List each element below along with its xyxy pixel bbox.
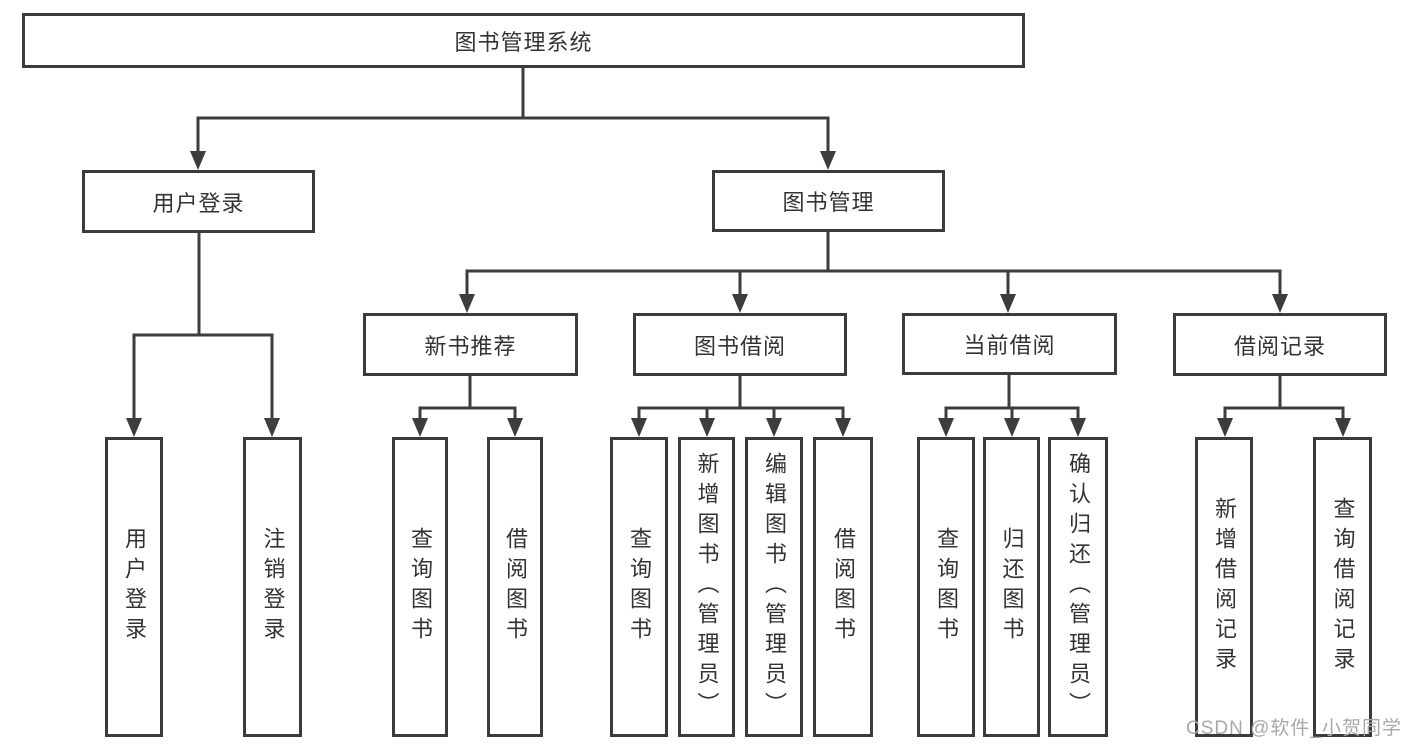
leaf-label: 新增借阅记录 [1212, 497, 1237, 677]
leaf-label: 注销登录 [260, 527, 286, 647]
leaf-label: 查询借阅记录 [1330, 497, 1356, 677]
node-book-management: 图书管理 [712, 170, 945, 232]
arrowheads [126, 151, 1351, 437]
node-borrowing-records: 借阅记录 [1173, 313, 1387, 376]
node-library-management-system: 图书管理系统 [22, 13, 1025, 68]
leaf-search-borrow-record: 查询借阅记录 [1313, 437, 1372, 737]
node-user-login: 用户登录 [82, 170, 315, 233]
leaf-label: 借阅图书 [503, 527, 528, 647]
leaf-add-borrow-record: 新增借阅记录 [1195, 437, 1253, 737]
leaf-borrow-books-borrowing: 借阅图书 [813, 437, 873, 737]
leaf-label: 查询图书 [627, 527, 652, 647]
leaf-return-books: 归还图书 [983, 437, 1040, 737]
node-new-book-recommendation: 新书推荐 [363, 313, 578, 376]
leaf-label: 查询图书 [408, 527, 433, 647]
csdn-watermark: CSDN @软件_小贺同学 [1186, 718, 1402, 739]
leaf-logout: 注销登录 [243, 437, 302, 737]
node-book-borrowing: 图书借阅 [633, 313, 847, 376]
leaf-borrow-books-newbooks: 借阅图书 [487, 437, 543, 737]
leaf-label: 借阅图书 [831, 527, 856, 647]
leaf-label: 编辑图书（管理员） [762, 452, 787, 722]
leaf-label: 查询图书 [934, 527, 959, 647]
node-current-borrowing: 当前借阅 [902, 313, 1117, 375]
leaf-label: 归还图书 [999, 527, 1025, 647]
connector-segments [132, 66, 1345, 425]
leaf-user-login: 用户登录 [105, 437, 163, 737]
leaf-edit-books-admin: 编辑图书（管理员） [745, 437, 803, 737]
leaf-label: 确认归还（管理员） [1066, 452, 1091, 722]
leaf-search-books-newbooks: 查询图书 [392, 437, 448, 737]
leaf-confirm-return-admin: 确认归还（管理员） [1048, 437, 1108, 737]
leaf-search-books-borrowing: 查询图书 [610, 437, 668, 737]
leaf-label: 新增图书（管理员） [694, 452, 720, 722]
leaf-label: 用户登录 [122, 527, 147, 647]
leaf-add-books-admin: 新增图书（管理员） [678, 437, 735, 737]
leaf-search-books-current: 查询图书 [917, 437, 975, 737]
